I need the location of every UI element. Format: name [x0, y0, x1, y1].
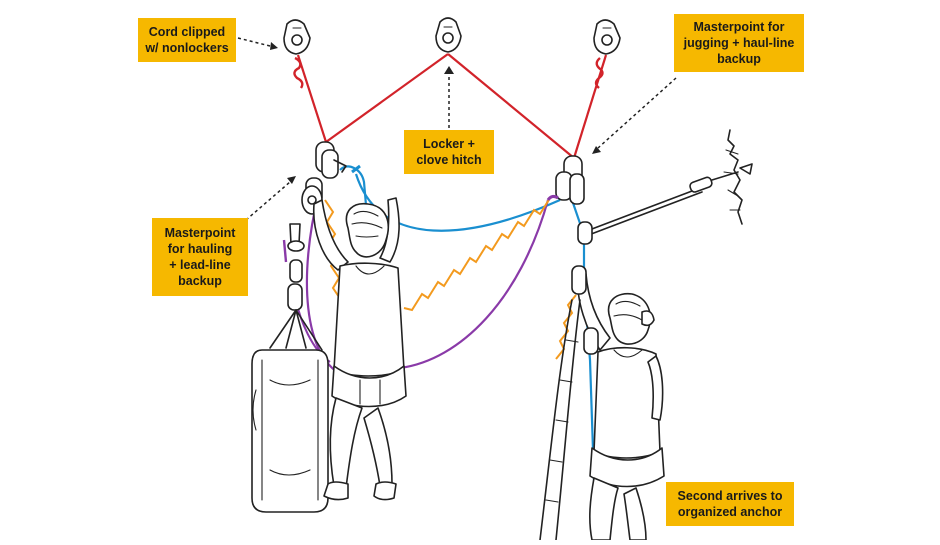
red-cord	[293, 53, 608, 159]
right-masterpoint-carabiners-icon	[546, 155, 585, 205]
orange-sling-diagonal	[403, 197, 551, 312]
bolt-center-icon	[435, 17, 462, 53]
bolt-right-icon	[593, 19, 621, 55]
tether-to-wall	[577, 171, 739, 245]
ascender-icon	[571, 265, 599, 355]
right-climber-figure	[576, 273, 665, 541]
arrow-masterpoint-hauling	[245, 176, 296, 221]
etrier-ladder-icon	[539, 299, 581, 541]
rock-crack-icon	[723, 129, 753, 225]
arrow-masterpoint-jugging	[592, 77, 677, 154]
arrow-cord-clipped	[237, 37, 279, 50]
orange-sling-right	[555, 294, 577, 360]
callout-masterpoint-hauling: Masterpoint for hauling + lead-line back…	[152, 218, 248, 296]
left-climber-figure	[312, 197, 407, 501]
callout-cord-clipped: Cord clipped w/ nonlockers	[138, 18, 236, 62]
callout-second-arrives: Second arrives to organized anchor	[666, 482, 794, 526]
callout-locker-clove: Locker + clove hitch	[404, 130, 494, 174]
bolt-left-icon	[283, 19, 311, 55]
haul-bag-icon	[251, 223, 329, 513]
arrow-locker-clove	[444, 66, 454, 128]
callout-masterpoint-jugging: Masterpoint for jugging + haul-line back…	[674, 14, 804, 72]
